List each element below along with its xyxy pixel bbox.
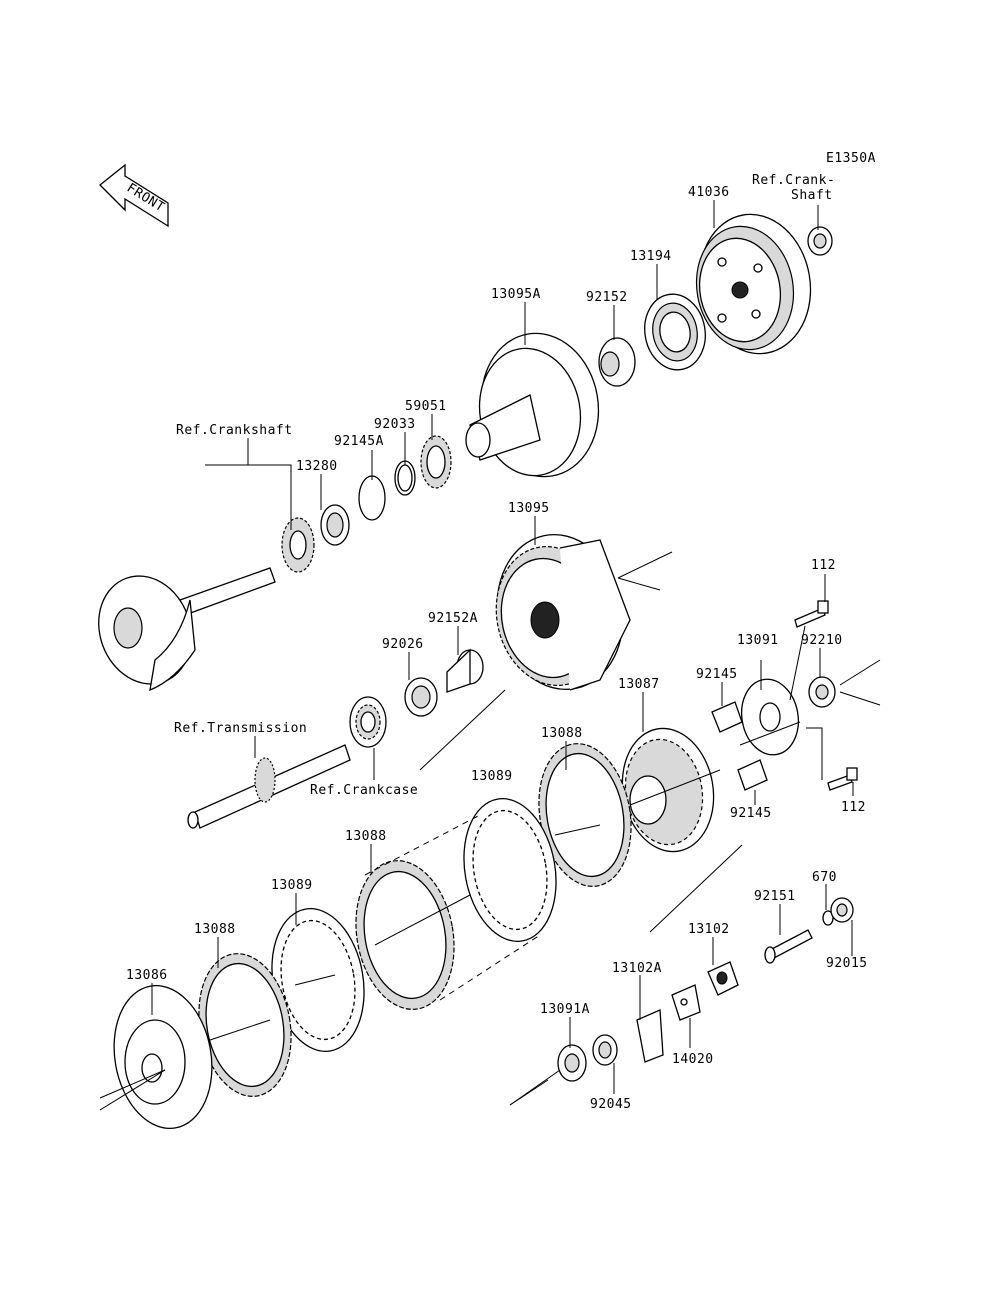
callout-ref-crank-shaft-line2: Shaft — [791, 188, 833, 203]
callout-13102: 13102 — [688, 922, 730, 937]
callout-13089-b: 13089 — [271, 878, 313, 893]
part-13102-lever — [707, 961, 739, 996]
part-92145A-ring — [358, 475, 386, 521]
part-13095A-drive-drum — [465, 332, 600, 478]
part-13089-steel-plate-a — [463, 798, 557, 942]
callout-ref-crankshaft: Ref.Crankshaft — [176, 423, 293, 438]
callout-14020: 14020 — [672, 1052, 714, 1067]
part-13102A-cam — [636, 1009, 664, 1063]
part-92145-spring-top — [711, 701, 743, 733]
part-92145-spring-bottom — [737, 759, 768, 791]
callout-92026: 92026 — [382, 637, 424, 652]
part-13091-pressure-plate — [740, 678, 800, 756]
callout-13091: 13091 — [737, 633, 779, 648]
crankcase-bearing — [349, 696, 387, 748]
callout-41036: 41036 — [688, 185, 730, 200]
part-13089-steel-plate-b — [271, 908, 365, 1052]
part-92015-nut — [830, 897, 854, 923]
callout-92151: 92151 — [754, 889, 796, 904]
callout-13194: 13194 — [630, 249, 672, 264]
callout-13086: 13086 — [126, 968, 168, 983]
callout-13095: 13095 — [508, 501, 550, 516]
callout-92045: 92045 — [590, 1097, 632, 1112]
callout-13088-c: 13088 — [194, 922, 236, 937]
callout-13089-a: 13089 — [471, 769, 513, 784]
callout-13088-a: 13088 — [541, 726, 583, 741]
part-13091A-bearing — [557, 1044, 587, 1082]
part-92152A-collar — [446, 648, 484, 693]
part-13086-plate — [113, 984, 213, 1130]
callout-92145-bottom: 92145 — [730, 806, 772, 821]
callout-13102A: 13102A — [612, 961, 662, 976]
crankshaft-gear — [281, 517, 315, 573]
callout-92145A: 92145A — [334, 434, 384, 449]
callout-ref-crankcase: Ref.Crankcase — [310, 783, 418, 798]
callout-59051: 59051 — [405, 399, 447, 414]
callout-ref-crank-shaft-line1: Ref.Crank- — [752, 173, 835, 188]
ref-crankshaft-leader — [205, 464, 292, 530]
part-13088-friction-plate-b — [355, 860, 455, 1010]
callout-92033: 92033 — [374, 417, 416, 432]
part-41036-clutch-drum — [695, 213, 812, 355]
callout-13280: 13280 — [296, 459, 338, 474]
callout-ref-transmission: Ref.Transmission — [174, 721, 307, 736]
part-112-bolt-top — [794, 600, 829, 628]
part-92152-collar — [598, 337, 636, 387]
callout-92152: 92152 — [586, 290, 628, 305]
callout-13095A: 13095A — [491, 287, 541, 302]
callout-13091A: 13091A — [540, 1002, 590, 1017]
transmission-shaft-ref — [187, 744, 351, 829]
callout-112-bottom: 112 — [841, 800, 866, 815]
callout-670: 670 — [812, 870, 837, 885]
callout-92152A: 92152A — [428, 611, 478, 626]
part-13280-collar — [320, 504, 350, 546]
part-13194-one-way-clutch — [644, 293, 706, 371]
part-92033-circlip — [394, 460, 416, 496]
part-14020-plate — [671, 984, 701, 1021]
part-92151-adjuster — [764, 929, 813, 964]
part-112-bolt-bottom — [827, 767, 858, 791]
part-13088-friction-plate-a — [538, 743, 632, 887]
callout-13088-b: 13088 — [345, 829, 387, 844]
callout-92210: 92210 — [801, 633, 843, 648]
part-92210-nut — [808, 676, 836, 708]
part-92026-spacer — [404, 677, 438, 717]
callout-112-top: 112 — [811, 558, 836, 573]
part-13095-clutch-housing — [495, 533, 631, 691]
front-arrow-icon: FRONT — [99, 163, 169, 228]
ref-crankshaft-nut — [807, 226, 833, 256]
callout-13087: 13087 — [618, 677, 660, 692]
figure-code: E1350A — [826, 151, 876, 166]
callout-92015: 92015 — [826, 956, 868, 971]
callout-92145-top: 92145 — [696, 667, 738, 682]
part-92045-bearing — [592, 1034, 618, 1066]
crankshaft-ref — [98, 567, 276, 692]
part-59051-gear — [420, 435, 452, 489]
